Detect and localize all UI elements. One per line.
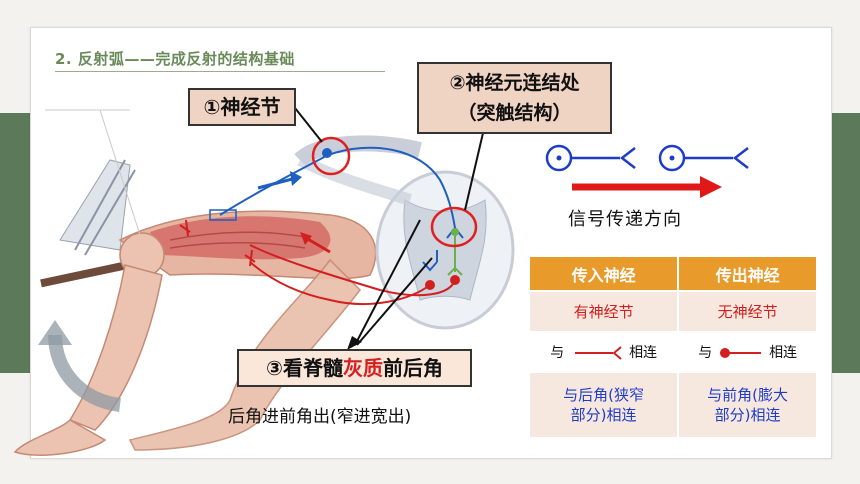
ganglion-pointer-line — [294, 107, 323, 143]
table-cell: 有神经节 — [530, 290, 680, 332]
gray-matter-label-pre: ③看脊髓 — [266, 356, 343, 380]
cell-body-icon — [719, 348, 761, 358]
spinal-cord-section — [294, 135, 515, 330]
gray-matter-label-highlight: 灰质 — [342, 356, 383, 380]
gray-matter-label-post: 前后角 — [382, 356, 443, 380]
afferent-path — [209, 146, 464, 276]
heading-underline — [55, 71, 385, 72]
slide-heading: 2. 反射弧——完成反射的结构基础 — [55, 50, 295, 68]
table-cell: 与 相连 — [678, 331, 818, 372]
table-cell: 无神经节 — [678, 290, 818, 332]
nerve-comparison-table: 传入神经 传出神经 有神经节 无神经节 与 相连 与 相连 与后角(狭窄 部分)… — [530, 257, 818, 437]
synapse-label: ②神经元连结处 — [449, 72, 580, 94]
pointer-arrowhead-icon — [347, 336, 362, 350]
ganglion-label-box: ①神经节 — [188, 88, 296, 126]
ganglion-cell-body — [322, 148, 332, 158]
synapse-sublabel: （突触结构） — [457, 102, 572, 124]
synapse-pointer-line — [464, 132, 484, 211]
ganglion-highlight-circle — [311, 136, 351, 176]
table-cell: 与 相连 — [530, 331, 680, 372]
gray-matter-pointer-line-1 — [354, 219, 421, 346]
table-row: 与后角(狭窄 部分)相连 与前角(膨大 部分)相连 — [530, 371, 818, 437]
efferent-path — [179, 219, 460, 306]
synapse-highlight-circle — [430, 206, 478, 248]
table-header-efferent: 传出神经 — [678, 257, 818, 291]
table-cell: 与后角(狭窄 部分)相连 — [530, 371, 680, 437]
efferent-direction-arrow-icon — [300, 232, 312, 245]
afferent-direction-arrow-icon — [290, 171, 302, 186]
neuron-legend — [545, 144, 749, 198]
table-cell-text: 部分)相连 — [714, 406, 781, 424]
ganglion-label: ①神经节 — [203, 95, 281, 119]
table-cell-text: 相连 — [629, 345, 658, 361]
table-cell-text: 部分)相连 — [570, 406, 637, 424]
synapse-label-box: ②神经元连结处 （突触结构） — [417, 62, 612, 134]
table-row: 有神经节 无神经节 — [530, 290, 818, 332]
axon-terminal-icon — [574, 346, 622, 360]
table-header-afferent: 传入神经 — [530, 257, 680, 291]
table-cell: 与前角(膨大 部分)相连 — [678, 371, 818, 437]
table-cell-text: 与前角(膨大 — [707, 386, 789, 404]
gray-matter-label-box: ③看脊髓灰质前后角 — [237, 349, 472, 387]
table-cell-text: 与后角(狭窄 — [563, 386, 645, 404]
table-cell-text: 与 — [698, 345, 713, 361]
table-row: 与 相连 与 相连 — [530, 331, 818, 372]
gray-matter-caption: 后角进前角出(窄进宽出) — [228, 407, 412, 427]
signal-direction-caption: 信号传递方向 — [568, 209, 682, 230]
table-cell-text: 与 — [550, 345, 565, 361]
table-cell-text: 相连 — [769, 345, 798, 361]
gray-matter-pointer-line-2 — [356, 257, 433, 346]
